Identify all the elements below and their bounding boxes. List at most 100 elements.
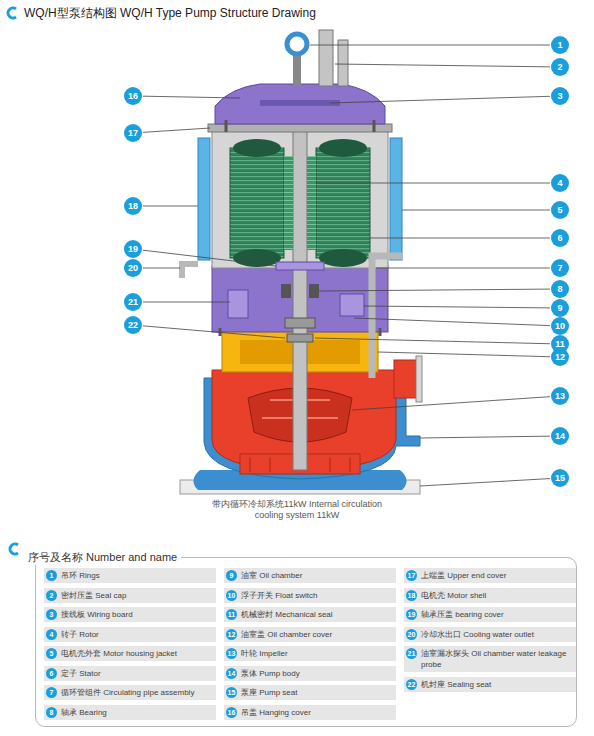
name-row: 15泵座 Pump seat (224, 685, 396, 700)
leader-line (315, 338, 550, 344)
bearing-cover (276, 262, 324, 270)
leader-line (316, 183, 550, 184)
callout-text: 18 (128, 202, 138, 211)
callout-number: 15 (551, 469, 569, 487)
callout-text: 13 (555, 392, 565, 401)
mechanical-seal (285, 318, 315, 328)
row-number: 21 (406, 648, 417, 659)
part-name: 轴承压盖 bearing cover (421, 609, 573, 620)
name-row: 1吊环 Rings (44, 568, 216, 583)
callout-text: 22 (128, 321, 138, 330)
leader-line (378, 352, 550, 357)
row-number: 6 (46, 668, 57, 679)
winding (319, 139, 367, 157)
callout-text: 1 (557, 41, 562, 50)
upper-end-cover (208, 124, 392, 132)
bolts (220, 120, 380, 336)
leader-line (143, 326, 285, 338)
stator-right (316, 148, 370, 258)
row-number: 15 (226, 687, 237, 698)
name-row: 21 油室漏水探头 Oil chamber water leakage probe (404, 646, 576, 672)
part-name: 油室 Oil chamber (241, 570, 393, 581)
part-name: 上端盖 Upper end cover (421, 570, 573, 581)
leader-line (335, 64, 550, 67)
callout-text: 17 (128, 129, 138, 138)
leader-line (143, 128, 210, 132)
callout-number: 20 (124, 259, 142, 277)
part-name: 冷却水出口 Cooling water outlet (421, 629, 573, 640)
jacket-left (198, 138, 210, 260)
leader-lines (143, 45, 550, 486)
outlet-face (416, 356, 422, 402)
lifting-ring (287, 34, 307, 54)
pump-drawing (180, 30, 422, 494)
callout-text: 5 (557, 206, 562, 215)
row-number: 20 (406, 629, 417, 640)
row-number: 7 (46, 687, 57, 698)
row-number: 9 (226, 570, 237, 581)
callout-text: 10 (555, 322, 565, 331)
part-name: 泵体 Pump body (241, 668, 393, 679)
part-name: 叶轮 Impeller (241, 648, 393, 659)
part-name: 浮子开关 Float switch (241, 590, 393, 601)
leader-line (370, 238, 550, 239)
callout-number: 2 (551, 58, 569, 76)
row-number: 3 (46, 609, 57, 620)
rotor-left (284, 156, 293, 250)
wiring-board (260, 100, 340, 106)
row-number: 17 (406, 570, 417, 581)
name-row: 9 油室 Oil chamber (224, 568, 396, 583)
part-name: 电机壳外套 Motor housing jacket (61, 648, 213, 659)
leader-line (420, 479, 550, 486)
mechanical-seal (287, 334, 313, 342)
callout-text: 2 (557, 63, 562, 72)
leader-line (143, 96, 240, 98)
callout-number: 6 (551, 229, 569, 247)
leader-line (143, 250, 276, 266)
name-row: 16吊盖 Hanging cover (224, 705, 396, 720)
part-name: 轴承 Bearing (61, 707, 213, 718)
name-row: 2密封压盖 Seal cap (44, 588, 216, 603)
caption: 带内循环冷却系统11kW Internal circulation coolin… (197, 499, 397, 521)
name-row: 4转子 Rotor (44, 627, 216, 642)
name-row: 19 轴承压盖 bearing cover (404, 607, 576, 622)
row-number: 16 (226, 707, 237, 718)
callout-text: 19 (128, 245, 138, 254)
callout-number: 8 (551, 280, 569, 298)
leader-line (376, 268, 550, 269)
leader-line (143, 302, 230, 303)
name-row: 3接线板 Wiring board (44, 607, 216, 622)
callout-text: 9 (557, 304, 562, 313)
callout-text: 7 (557, 264, 562, 273)
row-number: 19 (406, 609, 417, 620)
circulating-pipe (372, 256, 402, 378)
row-number: 10 (226, 590, 237, 601)
jacket-right (390, 138, 402, 260)
callout-number: 12 (551, 348, 569, 366)
leader-line (352, 397, 550, 410)
name-row: 10 浮子开关 Float switch (224, 588, 396, 603)
outlet-flange (394, 360, 416, 398)
callout-number: 19 (124, 240, 142, 258)
winding (233, 249, 281, 267)
name-row: 8轴承 Bearing (44, 705, 216, 720)
bearing (309, 284, 319, 298)
title: WQ/H型泵结构图 WQ/H Type Pump Structure Drawi… (24, 5, 316, 22)
hanging-cover (215, 84, 385, 124)
row-number: 2 (46, 590, 57, 601)
part-name: 油室漏水探头 Oil chamber water leakage probe (421, 648, 573, 670)
callout-number: 18 (124, 197, 142, 215)
name-row: 17 上端盖 Upper end cover (404, 568, 576, 583)
winding (319, 249, 367, 267)
rotor-right (307, 156, 316, 250)
callout-number: 16 (124, 87, 142, 105)
callout-text: 6 (557, 234, 562, 243)
callout-number: 14 (551, 427, 569, 445)
name-row: 6定子 Stator (44, 666, 216, 681)
callout-number: 3 (551, 87, 569, 105)
callout-number: 17 (124, 124, 142, 142)
row-number: 4 (46, 629, 57, 640)
callout-number: 13 (551, 387, 569, 405)
row-number: 18 (406, 590, 417, 601)
name-row: 7循环管组件 Circulating pipe assembly (44, 685, 216, 700)
